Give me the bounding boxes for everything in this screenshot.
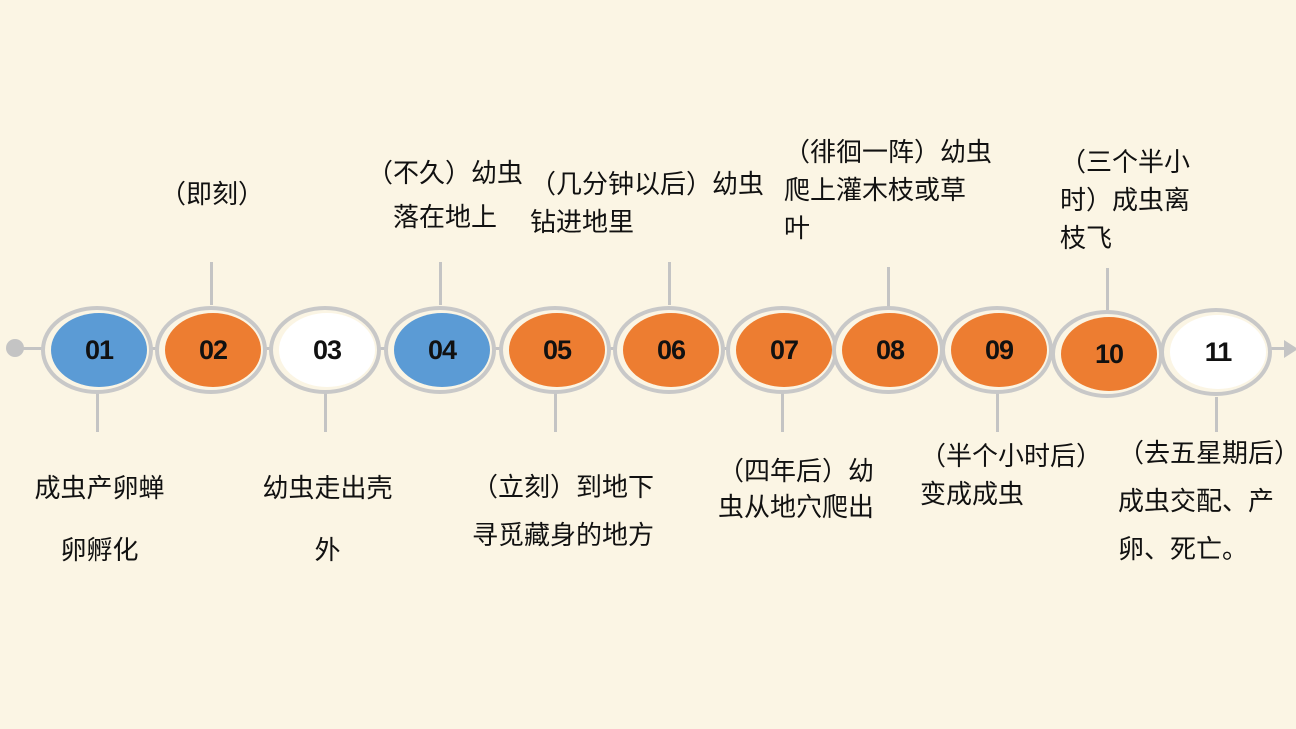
step-label-08: （徘徊一阵）幼虫 爬上灌木枝或草 叶 xyxy=(784,138,993,244)
step-number: 05 xyxy=(509,313,605,387)
step-node-02: 02 xyxy=(155,306,267,394)
step-node-01: 01 xyxy=(41,306,153,394)
connector-line xyxy=(554,393,557,432)
step-node-06: 06 xyxy=(613,306,725,394)
connector-line xyxy=(996,393,999,432)
step-number: 07 xyxy=(736,313,832,387)
step-label-10: （三个半小 时）成虫离 枝飞 xyxy=(1060,148,1191,254)
step-number: 03 xyxy=(279,313,375,387)
step-node-07: 07 xyxy=(726,306,838,394)
step-label-04: （不久）幼虫 落在地上 xyxy=(366,159,523,233)
step-number: 01 xyxy=(51,313,147,387)
step-node-09: 09 xyxy=(941,306,1053,394)
step-number: 08 xyxy=(842,313,938,387)
step-number: 11 xyxy=(1170,315,1266,389)
step-label-02: （即刻） xyxy=(160,180,265,210)
step-number: 06 xyxy=(623,313,719,387)
step-number: 04 xyxy=(394,313,490,387)
step-node-08: 08 xyxy=(832,306,944,394)
connector-line xyxy=(439,262,442,305)
connector-line xyxy=(210,262,213,305)
connector-line xyxy=(1215,397,1218,432)
step-label-06: （几分钟以后）幼虫 钻进地里 xyxy=(530,170,765,238)
step-number: 09 xyxy=(951,313,1047,387)
step-label-03: 幼虫走出壳 外 xyxy=(262,474,393,566)
step-number: 02 xyxy=(165,313,261,387)
step-number: 10 xyxy=(1061,317,1157,391)
timeline-start-dot xyxy=(6,339,24,357)
connector-line xyxy=(1106,268,1109,310)
connector-line xyxy=(887,267,890,307)
timeline-arrow-icon xyxy=(1284,340,1296,358)
connector-line xyxy=(324,393,327,432)
step-node-10: 10 xyxy=(1051,310,1163,398)
step-node-04: 04 xyxy=(384,306,496,394)
connector-line xyxy=(781,393,784,432)
step-node-03: 03 xyxy=(269,306,381,394)
step-label-05: （立刻）到地下 寻觅藏身的地方 xyxy=(471,473,654,551)
step-label-01: 成虫产卵蝉 卵孵化 xyxy=(34,474,165,566)
step-node-05: 05 xyxy=(499,306,611,394)
step-label-09: （半个小时后） 变成成虫 xyxy=(920,442,1103,510)
step-node-11: 11 xyxy=(1160,308,1272,396)
connector-line xyxy=(96,393,99,432)
connector-line xyxy=(668,262,671,305)
step-label-07: （四年后）幼 虫从地穴爬出 xyxy=(718,457,875,523)
step-label-11: （去五星期后） 成虫交配、产 卵、死亡。 xyxy=(1118,439,1296,565)
